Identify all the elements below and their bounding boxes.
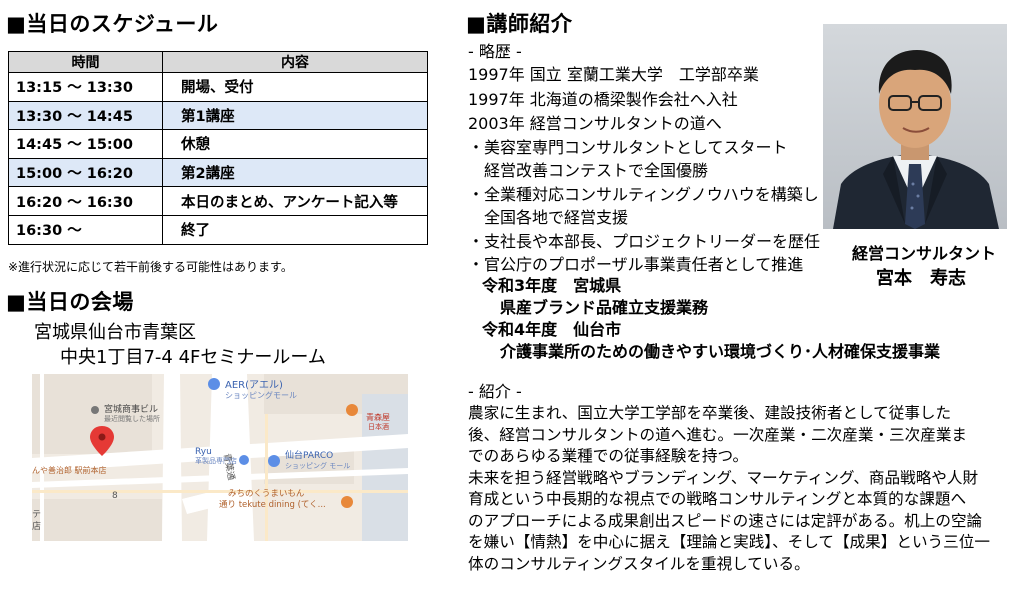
table-row: 14:45 〜 15:00 休憩 <box>8 129 428 159</box>
row-content: 開場、受付 <box>162 72 428 102</box>
row-time: 13:15 〜 13:30 <box>8 72 163 102</box>
project-year: 令和3年度 宮城県 <box>482 276 622 295</box>
svg-text:青森屋: 青森屋 <box>366 412 390 422</box>
svg-text:8: 8 <box>112 491 118 501</box>
intro-line: 育成という中長期的な視点での戦略コンサルティングと本質的な課題へ <box>468 490 967 508</box>
svg-text:AER(アエル): AER(アエル) <box>225 380 283 391</box>
venue-address-line2: 中央1丁目7-4 4Fセミナールーム <box>60 347 326 368</box>
schedule-table: 時間 内容 13:15 〜 13:30 開場、受付 13:30 〜 14:45 … <box>8 51 428 245</box>
header-content: 内容 <box>162 51 428 73</box>
intro-line: 後、経営コンサルタントの道へ進む。一次産業・二次産業・三次産業ま <box>468 426 968 444</box>
venue-address-line1: 宮城県仙台市青葉区 <box>34 322 196 343</box>
svg-text:んや善治郎 駅前本店: んや善治郎 駅前本店 <box>32 465 107 475</box>
career-line: ・支社長や本部長、プロジェクトリーダーを歴任 <box>468 232 821 251</box>
instructor-portrait <box>823 24 1007 229</box>
row-time: 16:20 〜 16:30 <box>8 186 163 216</box>
venue-map[interactable]: 青葉通 AER(アエル) ショッピングモール 宮城商事ビル 最近閲覧した場所 R… <box>32 374 408 541</box>
intro-line: のアプローチによる成果創出スピードの速さには定評がある。机上の空論 <box>468 512 983 530</box>
map-pin-icon <box>90 426 114 456</box>
svg-text:店: 店 <box>32 520 41 532</box>
table-row: 15:00 〜 16:20 第2講座 <box>8 157 428 188</box>
table-row: 16:20 〜 16:30 本日のまとめ、アンケート記入等 <box>8 186 428 216</box>
svg-text:テ: テ <box>32 509 41 520</box>
table-row: 13:15 〜 13:30 開場、受付 <box>8 72 428 102</box>
career-line: 1997年 北海道の橋梁製作会社へ入社 <box>468 90 738 109</box>
intro-line: 農家に生まれ、国立大学工学部を卒業後、建設技術者として従事した <box>468 404 952 422</box>
caption-name: 宮本 寿志 <box>876 268 966 289</box>
career-line: 2003年 経営コンサルタントの道へ <box>468 114 722 133</box>
row-content: 本日のまとめ、アンケート記入等 <box>162 186 428 216</box>
career-line: 1997年 国立 室蘭工業大学 工学部卒業 <box>468 65 759 84</box>
table-row: 16:30 〜 終了 <box>8 214 428 245</box>
instructor-title: ■講師紹介 <box>466 12 573 36</box>
svg-text:Ryu: Ryu <box>195 447 212 457</box>
row-time: 16:30 〜 <box>8 214 163 245</box>
header-time: 時間 <box>8 51 163 73</box>
intro-heading: - 紹介 - <box>468 382 522 401</box>
schedule-header-row: 時間 内容 <box>8 51 428 73</box>
svg-text:日本酒: 日本酒 <box>368 422 389 431</box>
svg-text:ショッピングモール: ショッピングモール <box>225 390 297 400</box>
svg-text:最近閲覧した場所: 最近閲覧した場所 <box>104 414 160 423</box>
row-time: 14:45 〜 15:00 <box>8 129 163 159</box>
svg-text:みちのくうまいもん: みちのくうまいもん <box>228 489 305 499</box>
svg-text:ショッピング モール: ショッピング モール <box>285 461 350 470</box>
row-content: 終了 <box>162 214 428 245</box>
intro-line: を嫌い【情熱】を中心に据え【理論と実践】、そして【成果】という三位一 <box>468 533 990 551</box>
career-line: 経営改善コンテストで全国優勝 <box>468 161 709 180</box>
schedule-note: ※進行状況に応じて若干前後する可能性はあります。 <box>8 260 293 274</box>
career-line: ・美容室専門コンサルタントとしてスタート <box>468 138 788 157</box>
schedule-title: ■当日のスケジュール <box>6 12 219 36</box>
svg-text:革製品専門店: 革製品専門店 <box>195 456 237 465</box>
project-title: 県産ブランド品確立支援業務 <box>500 298 709 317</box>
intro-line: 体のコンサルティングスタイルを重視している。 <box>468 555 810 573</box>
row-time: 15:00 〜 16:20 <box>8 157 163 188</box>
career-line: 全国各地で経営支援 <box>468 208 629 227</box>
venue-title: ■当日の会場 <box>6 290 134 314</box>
career-heading: - 略歴 - <box>468 42 522 61</box>
svg-text:仙台PARCO: 仙台PARCO <box>285 449 333 461</box>
row-content: 休憩 <box>162 129 428 159</box>
intro-line: 未来を担う経営戦略やブランディング、マーケティング、商品戦略や人財 <box>468 469 979 487</box>
svg-text:通り tekute dining (てく...: 通り tekute dining (てく... <box>219 499 326 510</box>
svg-text:宮城商事ビル: 宮城商事ビル <box>104 403 158 415</box>
table-row: 13:30 〜 14:45 第1講座 <box>8 100 428 131</box>
row-content: 第2講座 <box>162 157 428 188</box>
project-year: 令和4年度 仙台市 <box>482 320 622 339</box>
row-time: 13:30 〜 14:45 <box>8 100 163 131</box>
project-title: 介護事業所のための働きやすい環境づくり･人材確保支援事業 <box>500 342 941 361</box>
intro-line: でのあらゆる業種での従事経験を持つ。 <box>468 447 749 465</box>
career-line: ・全業種対応コンサルティングノウハウを構築し <box>468 185 819 204</box>
map-graphic: 青葉通 AER(アエル) ショッピングモール 宮城商事ビル 最近閲覧した場所 R… <box>32 374 408 541</box>
career-line: ・官公庁のプロポーザル事業責任者として推進 <box>468 255 804 274</box>
row-content: 第1講座 <box>162 100 428 131</box>
caption-role: 経営コンサルタント <box>852 244 997 263</box>
